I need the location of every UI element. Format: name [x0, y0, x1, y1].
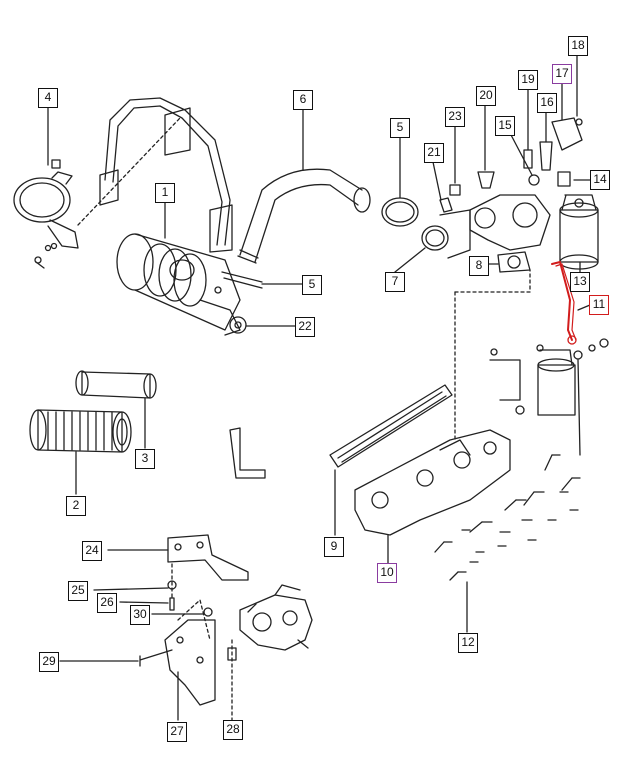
throttle-actuator — [239, 584, 313, 651]
bolt-14 — [557, 171, 571, 187]
fitting-23 — [449, 184, 461, 196]
callout-24: 24 — [82, 541, 102, 561]
callout-19: 19 — [518, 70, 538, 90]
gasket-8 — [497, 251, 531, 273]
air-cleaner-assembly — [116, 233, 241, 336]
fuel-line-red — [551, 261, 573, 341]
callout-30: 30 — [130, 605, 150, 625]
callout-25: 25 — [68, 581, 88, 601]
sensor-fitting-part — [229, 316, 247, 334]
manifold-gasket — [329, 384, 453, 468]
nut-18 — [575, 118, 583, 126]
intake-manifold — [354, 429, 511, 536]
inner-filter-element — [75, 370, 157, 399]
outer-filter-element — [29, 409, 132, 453]
hose-clamp-small — [221, 271, 263, 289]
callout-7: 7 — [385, 272, 405, 292]
callout-20: 20 — [476, 86, 496, 106]
hose-clamp-5b — [381, 197, 419, 227]
callout-22-23: 23 — [445, 107, 465, 127]
callout-21: 21 — [424, 143, 444, 163]
callout-26: 26 — [97, 593, 117, 613]
clamp-bracket-part — [13, 159, 79, 269]
callout-28: 28 — [223, 720, 243, 740]
mount-bracket-27 — [164, 619, 216, 706]
callout-18: 18 — [568, 36, 588, 56]
callout-11: 11 — [589, 295, 609, 315]
bolt-set-12 — [434, 454, 581, 581]
callout-17: 17 — [552, 64, 572, 84]
callout-9: 9 — [324, 537, 344, 557]
gasket-ring-7 — [421, 225, 449, 251]
callout-3: 3 — [135, 449, 155, 469]
callout-14: 14 — [590, 170, 610, 190]
screw-28 — [227, 647, 237, 661]
support-frame-part — [99, 97, 233, 253]
washer-25 — [167, 580, 177, 590]
intake-hose-part — [237, 168, 371, 264]
fitting-20 — [477, 171, 495, 189]
callout-27: 27 — [167, 722, 187, 742]
nut-30 — [203, 607, 213, 617]
fitting-21 — [439, 197, 453, 213]
callout-5-lower: 5 — [302, 275, 322, 295]
callout-22: 22 — [295, 317, 315, 337]
callout-16: 16 — [537, 93, 557, 113]
bolt-26 — [169, 597, 175, 611]
sensor-16 — [539, 141, 553, 171]
bolt-29 — [139, 649, 173, 667]
callout-15: 15 — [495, 116, 515, 136]
callout-10: 10 — [377, 563, 397, 583]
callout-4: 4 — [38, 88, 58, 108]
washer-15 — [528, 174, 540, 186]
callout-2: 2 — [66, 496, 86, 516]
callout-5-upper: 5 — [390, 118, 410, 138]
mount-bracket-24 — [167, 534, 249, 581]
small-bracket-part — [229, 427, 266, 479]
callout-8: 8 — [469, 256, 489, 276]
callout-29: 29 — [39, 652, 59, 672]
callout-13: 13 — [570, 272, 590, 292]
clip-17 — [551, 117, 583, 151]
fuel-filter-part — [559, 194, 599, 270]
callout-6: 6 — [293, 90, 313, 110]
bolt-19 — [523, 149, 533, 169]
callout-1: 1 — [155, 183, 175, 203]
fuel-filter-housing — [489, 338, 609, 456]
intake-elbow-part — [439, 194, 551, 259]
callout-12: 12 — [458, 633, 478, 653]
